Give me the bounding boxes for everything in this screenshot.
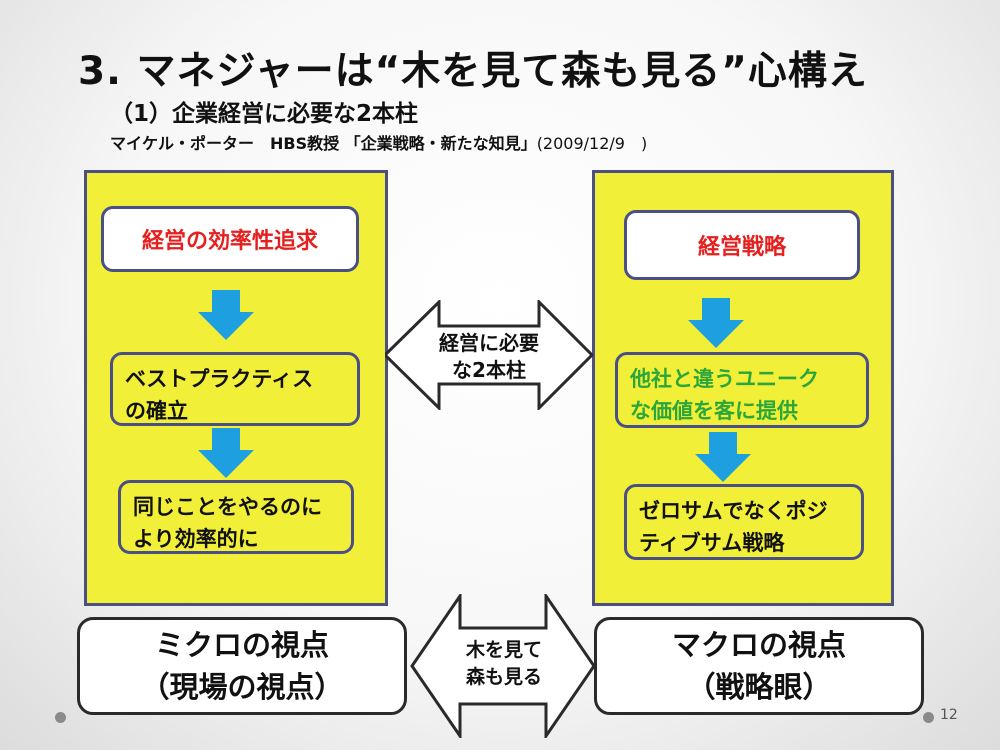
micro-perspective-box: ミクロの視点 （現場の視点） bbox=[77, 617, 407, 715]
macro-perspective-title: マクロの視点 bbox=[671, 628, 846, 662]
macro-perspective-box: マクロの視点 （戦略眼） bbox=[594, 617, 924, 715]
right-step-positive-sum: ゼロサムでなくポジ ティブサム戦略 bbox=[624, 484, 864, 560]
left-panel-header: 経営の効率性追求 bbox=[101, 206, 359, 272]
macro-perspective-subtitle: （戦略眼） bbox=[686, 670, 832, 704]
footer-dot-right bbox=[923, 712, 934, 723]
reference-source: マイケル・ポーター HBS教授 「企業戦略・新たな知見」 bbox=[110, 134, 537, 153]
down-arrow-icon bbox=[198, 290, 254, 340]
micro-perspective-subtitle: （現場の視点） bbox=[140, 670, 344, 704]
bottom-arrow-label: 木を見て 森も見る bbox=[465, 639, 542, 688]
left-step-efficiency: 同じことをやるのに より効率的に bbox=[118, 480, 354, 554]
page-number: 12 bbox=[940, 707, 958, 723]
right-step-unique-value: 他社と違うユニーク な価値を客に提供 bbox=[615, 352, 869, 428]
reference-date: (2009/12/9 ) bbox=[536, 134, 648, 153]
middle-arrow-label: 経営に必要 な2本柱 bbox=[439, 331, 539, 382]
down-arrow-icon bbox=[688, 298, 744, 348]
reference-line: マイケル・ポーター HBS教授 「企業戦略・新たな知見」(2009/12/9 ) bbox=[110, 130, 647, 154]
slide-title: 3. マネジャーは“木を見て森も見る”心構え bbox=[78, 49, 868, 94]
micro-perspective-title: ミクロの視点 bbox=[154, 628, 329, 662]
double-arrow-icon bbox=[385, 300, 593, 410]
down-arrow-icon bbox=[198, 428, 254, 478]
footer-dot-left bbox=[55, 712, 66, 723]
left-step-best-practice: ベストプラクティス の確立 bbox=[110, 352, 360, 426]
slide-subtitle: （1）企業経営に必要な2本柱 bbox=[110, 101, 419, 127]
right-panel-header: 経営戦略 bbox=[624, 210, 860, 280]
down-arrow-icon bbox=[695, 432, 751, 482]
